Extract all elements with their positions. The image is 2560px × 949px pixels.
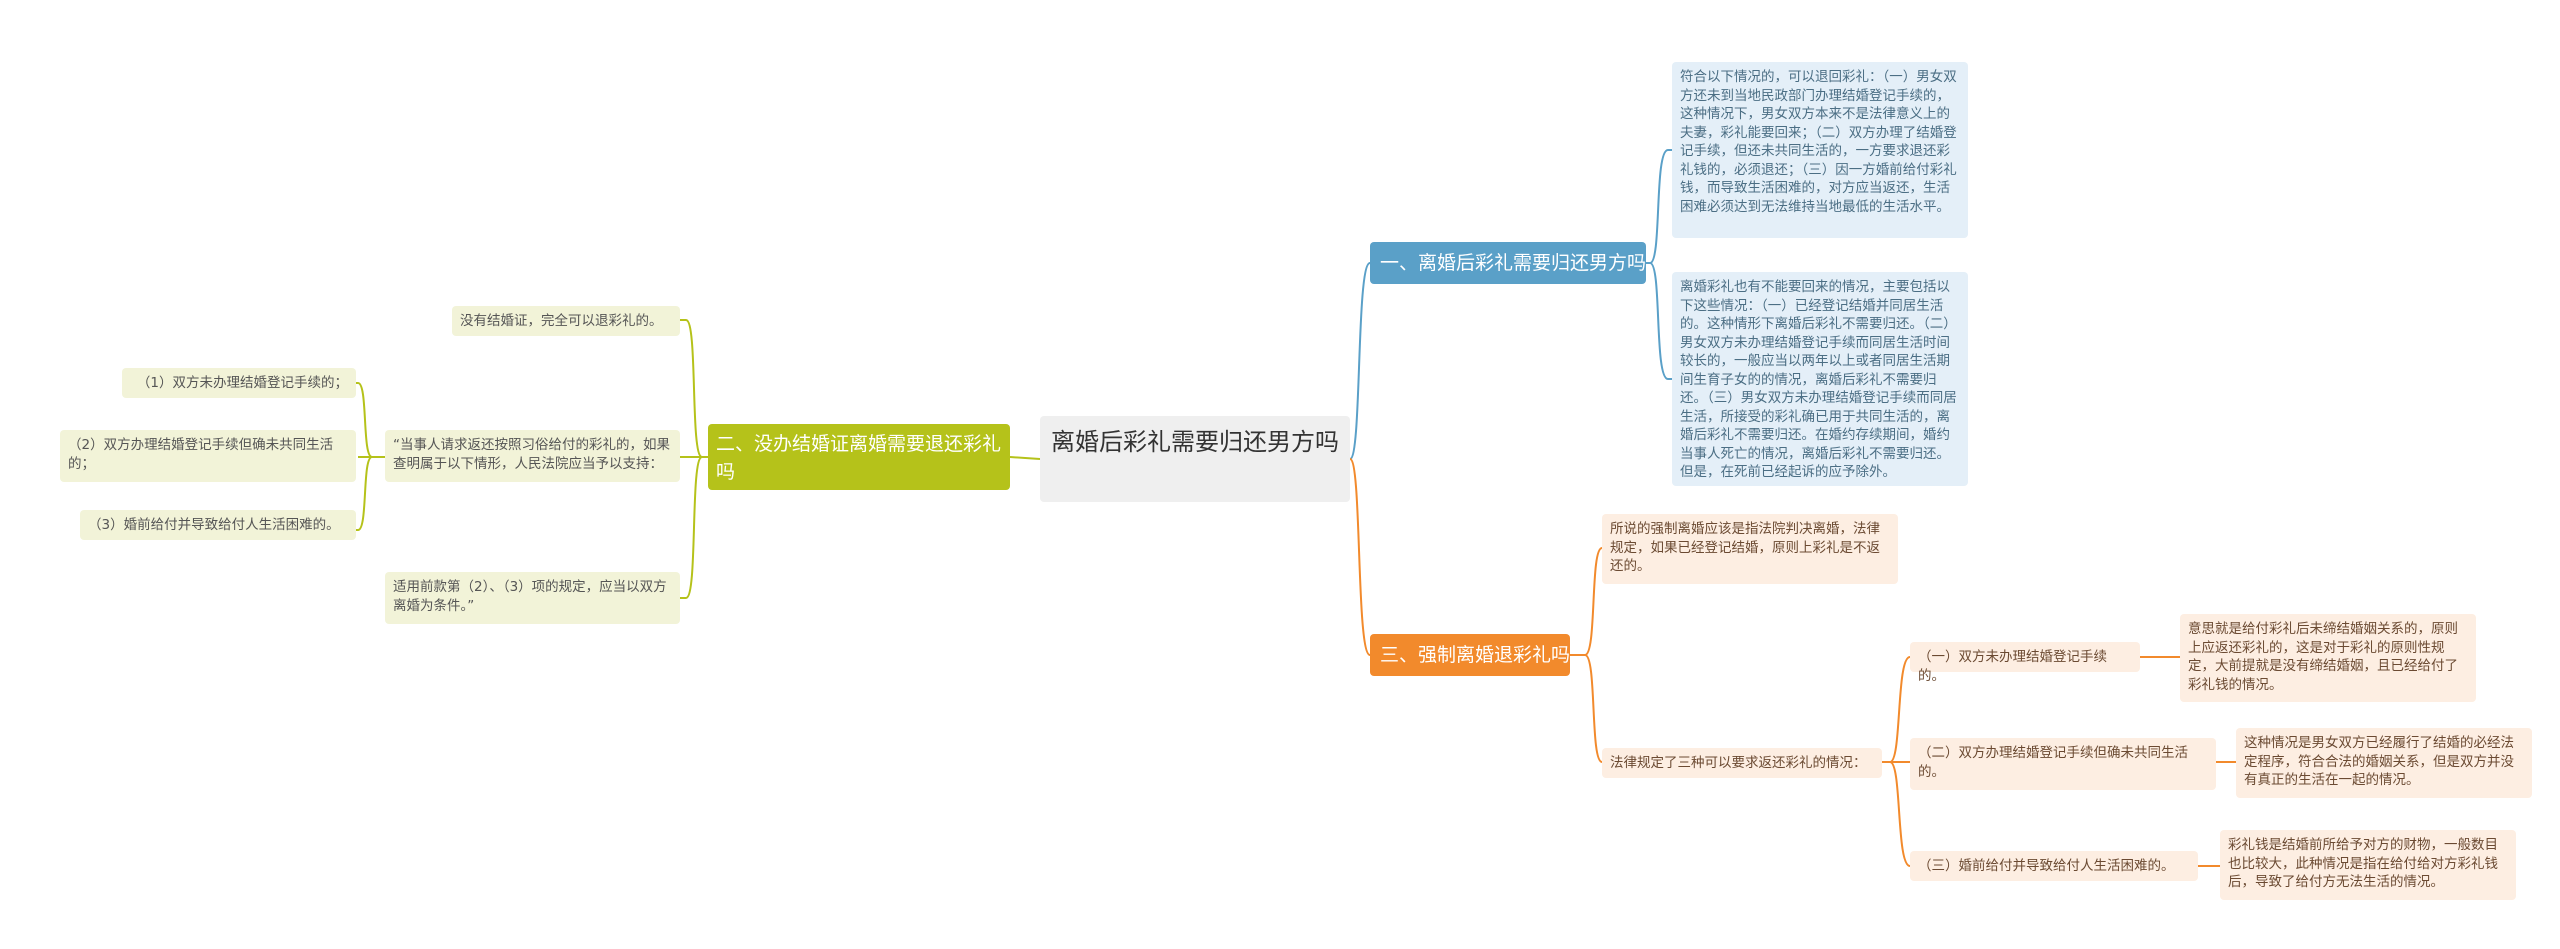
branch-two-sub-3[interactable]: （3）婚前给付并导致给付人生活困难的。 — [80, 510, 356, 540]
root-topic[interactable]: 离婚后彩礼需要归还男方吗 — [1040, 416, 1350, 502]
branch-two-sub-2[interactable]: （2）双方办理结婚登记手续但确未共同生活的； — [60, 430, 356, 482]
branch-one-topic[interactable]: 一、离婚后彩礼需要归还男方吗 — [1370, 242, 1646, 284]
branch-three-sub-2-detail[interactable]: 这种情况是男女双方已经履行了结婚的必经法定程序，符合合法的婚姻关系，但是双方并没… — [2236, 728, 2532, 798]
branch-three-sub-3-detail[interactable]: 彩礼钱是结婚前所给予对方的财物，一般数目也比较大，此种情况是指在给付给对方彩礼钱… — [2220, 830, 2516, 900]
branch-two-topic[interactable]: 二、没办结婚证离婚需要退还彩礼吗 — [708, 424, 1010, 490]
branch-two-sub-1[interactable]: （1）双方未办理结婚登记手续的； — [122, 368, 356, 398]
branch-three-sub-2-label[interactable]: （二）双方办理结婚登记手续但确未共同生活的。 — [1910, 738, 2216, 790]
branch-three-sub-3-label[interactable]: （三）婚前给付并导致给付人生活困难的。 — [1910, 851, 2198, 881]
branch-two-item-2[interactable]: “当事人请求返还按照习俗给付的彩礼的，如果查明属于以下情形，人民法院应当予以支持… — [385, 430, 680, 482]
branch-one-item-2[interactable]: 离婚彩礼也有不能要回来的情况，主要包括以下这些情况：（一）已经登记结婚并同居生活… — [1672, 272, 1968, 486]
branch-three-sub-1-detail[interactable]: 意思就是给付彩礼后未缔结婚姻关系的，原则上应返还彩礼的，这是对于彩礼的原则性规定… — [2180, 614, 2476, 702]
branch-two-item-1[interactable]: 没有结婚证，完全可以退彩礼的。 — [452, 306, 680, 336]
branch-three-topic[interactable]: 三、强制离婚退彩礼吗 — [1370, 634, 1570, 676]
branch-two-item-3[interactable]: 适用前款第（2）、（3）项的规定，应当以双方离婚为条件。” — [385, 572, 680, 624]
branch-three-item-2[interactable]: 法律规定了三种可以要求返还彩礼的情况： — [1602, 748, 1882, 778]
branch-one-item-1[interactable]: 符合以下情况的，可以退回彩礼：（一）男女双方还未到当地民政部门办理结婚登记手续的… — [1672, 62, 1968, 238]
branch-three-item-1[interactable]: 所说的强制离婚应该是指法院判决离婚，法律规定，如果已经登记结婚，原则上彩礼是不返… — [1602, 514, 1898, 584]
branch-three-sub-1-label[interactable]: （一）双方未办理结婚登记手续的。 — [1910, 642, 2140, 684]
